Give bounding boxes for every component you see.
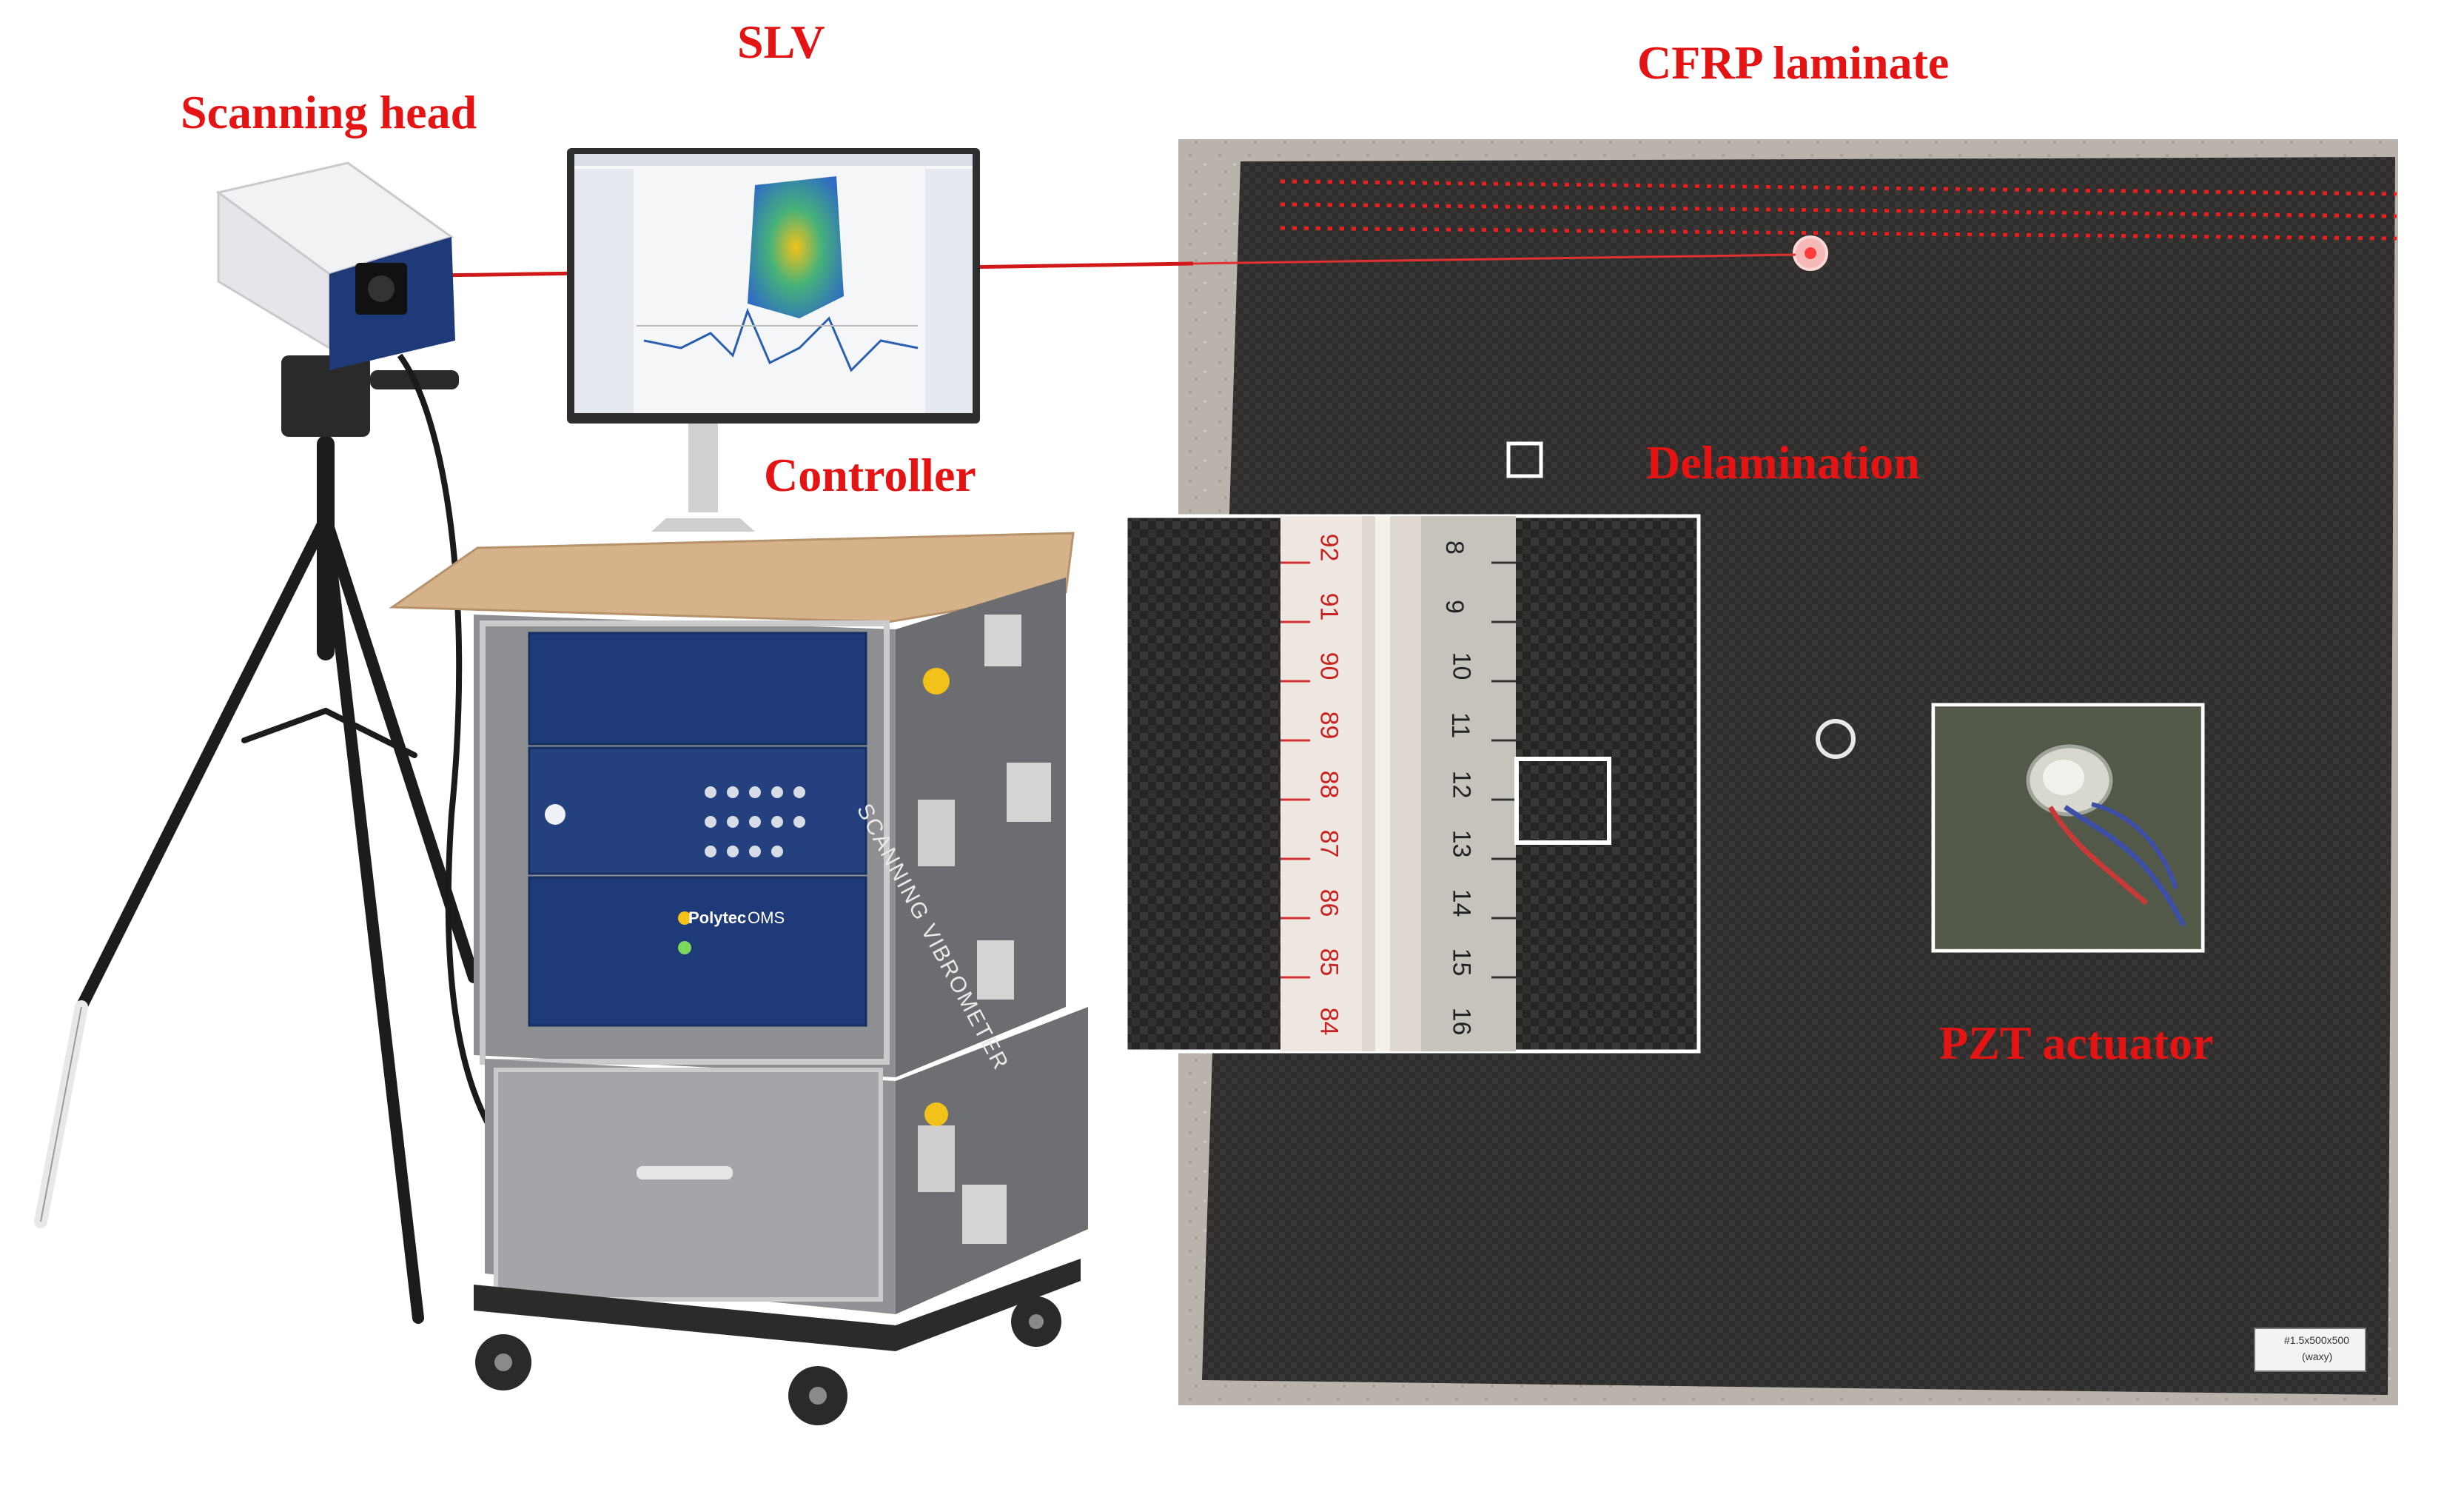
ruler-tick: 13: [1447, 829, 1476, 858]
label-slv: SLV: [737, 16, 825, 68]
rack-unit-2: [528, 746, 867, 875]
monitor: [567, 148, 980, 532]
label-delamination: Delamination: [1646, 436, 1920, 489]
ruler-steel-numbers: 8 9 10 11 12 13 14 15 16: [1440, 518, 1491, 1051]
ruler-tick: 11: [1446, 712, 1475, 739]
ruler-tick: 16: [1447, 1007, 1476, 1036]
ruler-tick: 9: [1440, 600, 1468, 614]
ruler-tick: 10: [1447, 652, 1476, 680]
ruler-tick: 88: [1315, 770, 1343, 799]
ruler-tick: 89: [1315, 711, 1343, 740]
ruler-tick: 12: [1447, 770, 1476, 799]
ruler-tick: 8: [1440, 540, 1468, 555]
specimen-tag-line2: (waxy): [2302, 1351, 2333, 1362]
cfrp-plate: [1202, 157, 2395, 1395]
ruler-tick: 90: [1315, 652, 1343, 680]
ruler-tick: 91: [1315, 592, 1343, 621]
scan-lines: [1280, 179, 2397, 241]
rack-unit-3: [528, 876, 867, 1027]
ruler-red-numbers: 92 91 90 89 88 87 86 85 84: [1315, 518, 1359, 1051]
cart-base: [474, 1259, 1081, 1351]
label-pzt-actuator: PZT actuator: [1939, 1017, 2214, 1069]
ruler-tick: 14: [1447, 888, 1476, 917]
delamination-zoom-box: [1514, 757, 1611, 845]
panel-model-text: OMS: [748, 908, 785, 927]
ruler-tick: 84: [1315, 1007, 1343, 1036]
brand-text: Polytec: [688, 908, 747, 927]
delamination-marker: [1506, 441, 1543, 478]
ruler-tick: 86: [1315, 888, 1343, 917]
ruler-tick: 87: [1315, 829, 1343, 858]
ruler-tick: 85: [1315, 948, 1343, 977]
pzt-marker: [1816, 719, 1856, 759]
rack-unit-1: [528, 632, 867, 746]
label-scanning-head: Scanning head: [181, 86, 477, 138]
specimen-tag-line1: #1.5x500x500: [2284, 1334, 2349, 1346]
scanning-head: [215, 161, 455, 370]
specimen-tag: [2254, 1328, 2366, 1372]
ruler-tick: 92: [1315, 533, 1343, 562]
drawer: [494, 1068, 883, 1302]
ruler-tick: 15: [1447, 948, 1476, 977]
label-cfrp-laminate: CFRP laminate: [1637, 36, 1950, 89]
tripod: [75, 435, 480, 1324]
label-controller: Controller: [764, 449, 976, 501]
